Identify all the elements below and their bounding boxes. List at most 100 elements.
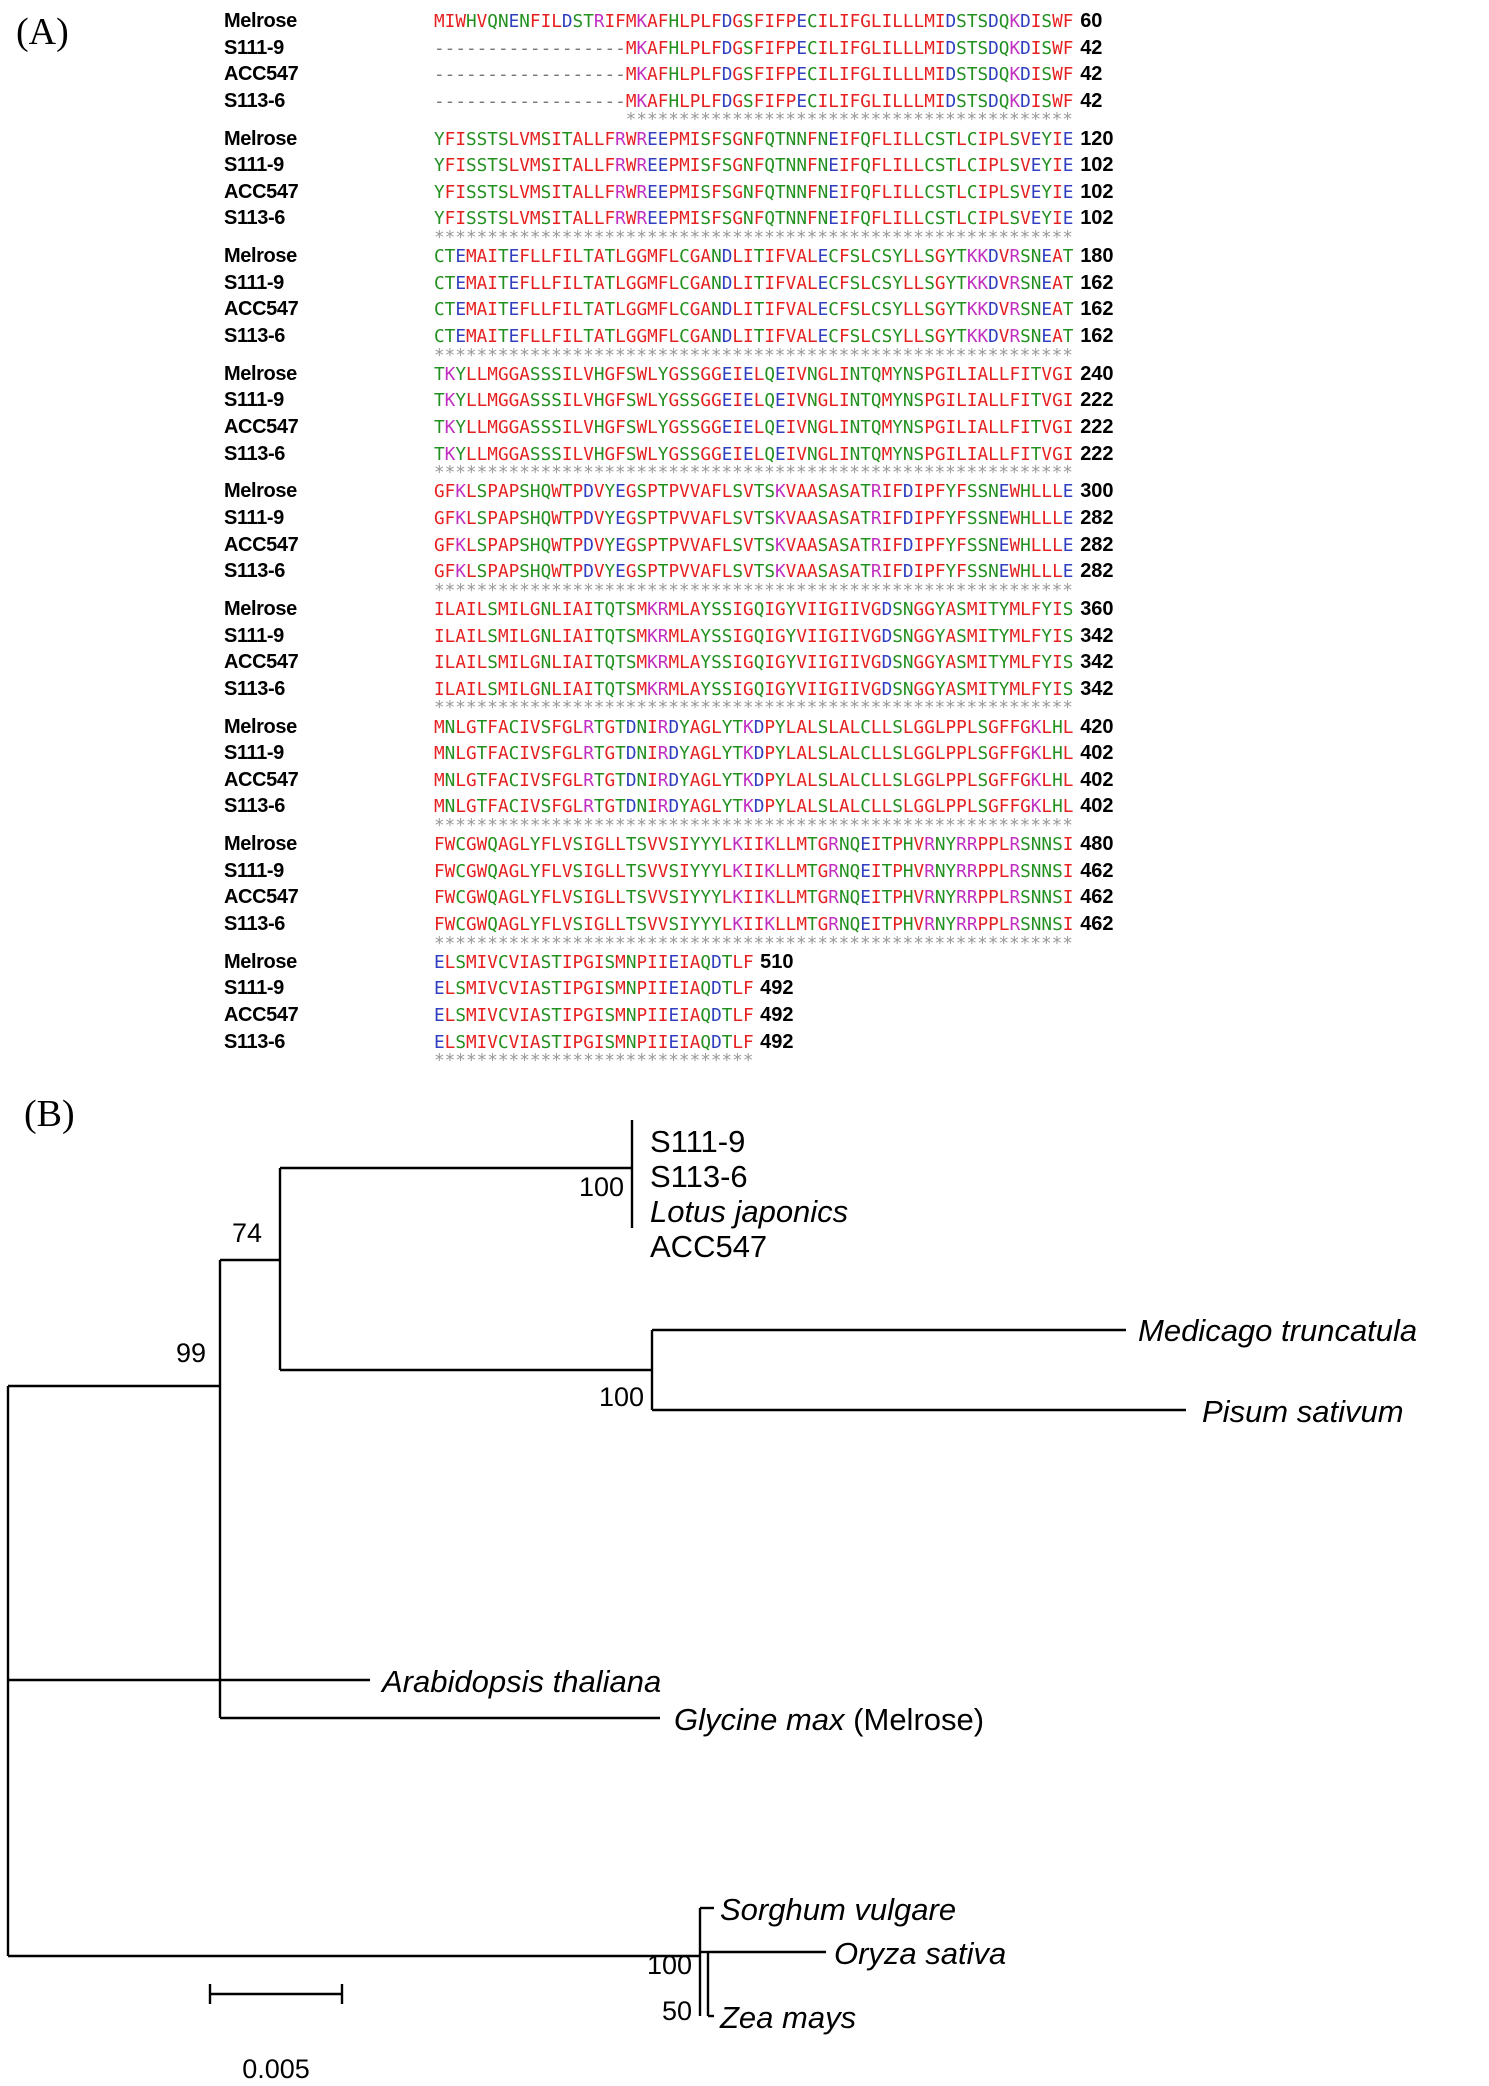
alignment-row: S113-6 YFISSTSLVMSITALLFRWREEPMISFSGNFQTN… (224, 205, 1454, 232)
leaf-lotus-japonics: Lotus japonics (650, 1194, 848, 1229)
sequence-residues: ELSMIVCVIASTIPGISMNPIIEIAQDTLF (434, 979, 754, 1000)
alignment-row: ACC547 GFKLSPAPSHQWTPDVYEGSPTPVVAFLSVTSKV… (224, 532, 1454, 559)
bootstrap-monocot-clade: 100 (647, 1950, 692, 1980)
alignment-row: S111-9 TKYLLMGGASSSILVHGFSWLYGSSGGEIELQEI… (224, 387, 1454, 414)
conservation-line: ****************************************… (434, 227, 1073, 248)
sequence-residues: FWCGWQAGLYFLVSIGLLTSVVSIYYYLKIIKLLMTGRNQ… (434, 861, 1074, 882)
residue-end-number: 300 (1080, 480, 1114, 503)
sequence-name: S111-9 (224, 154, 284, 177)
sequence-residues: CTEMAITEFLLFILTATLGGMFLCGANDLITIFVALECFS… (434, 300, 1074, 321)
residue-end-number: 462 (1080, 859, 1114, 882)
sequence-residues: ------------------MKAFHLPLFDGSFIFPECILIF… (434, 65, 1074, 86)
bootstrap-lotus-clade: 100 (579, 1172, 624, 1202)
residue-end-number: 402 (1080, 742, 1114, 765)
panel-a-label: (A) (16, 11, 69, 53)
sequence-residues: GFKLSPAPSHQWTPDVYEGSPTPVVAFLSVTSKVAASASA… (434, 508, 1074, 529)
conservation-line: ****************************************… (434, 580, 1073, 601)
sequence-name: S113-6 (224, 912, 285, 935)
residue-end-number: 42 (1080, 89, 1103, 112)
sequence-residues: MIWHVQNENFILDSTRIFMKAFHLPLFDGSFIFPECILIF… (434, 12, 1074, 32)
residue-end-number: 102 (1080, 207, 1114, 230)
alignment-row: Melrose MIWHVQNENFILDSTRIFMKAFHLPLFDGSFIF… (224, 8, 1454, 35)
sequence-residues: YFISSTSLVMSITALLFRWREEPMISFSGNFQTNNFNEIF… (434, 209, 1074, 230)
residue-end-number: 120 (1080, 127, 1114, 150)
sequence-name: ACC547 (224, 415, 299, 438)
alignment-row: ACC547 ELSMIVCVIASTIPGISMNPIIEIAQDTLF 492 (224, 1002, 1454, 1029)
residue-end-number: 222 (1080, 442, 1114, 465)
sequence-name: ACC547 (224, 63, 299, 86)
sequence-residues: ------------------MKAFHLPLFDGSFIFPECILIF… (434, 38, 1074, 59)
residue-end-number: 492 (760, 1003, 794, 1026)
sequence-residues: TKYLLMGGASSSILVHGFSWLYGSSGGEIELQEIVNGLIN… (434, 444, 1074, 465)
sequence-residues: GFKLSPAPSHQWTPDVYEGSPTPVVAFLSVTSKVAASASA… (434, 562, 1074, 583)
residue-end-number: 402 (1080, 795, 1114, 818)
residue-end-number: 492 (760, 1030, 794, 1053)
alignment-block: Melrose MNLGTFACIVSFGLRTGTDNIRDYAGLYTKDPY… (224, 714, 1454, 842)
sequence-name: Melrose (224, 245, 297, 268)
sequence-name: ACC547 (224, 533, 299, 556)
residue-end-number: 420 (1080, 715, 1114, 738)
alignment-row: ACC547 FWCGWQAGLYFLVSIGLLTSVVSIYYYLKIIKLL… (224, 884, 1454, 911)
sequence-residues: ELSMIVCVIASTIPGISMNPIIEIAQDTLF (434, 1005, 754, 1026)
sequence-name: ACC547 (224, 1003, 299, 1026)
sequence-residues: YFISSTSLVMSITALLFRWREEPMISFSGNFQTNNFNEIF… (434, 129, 1074, 150)
residue-end-number: 162 (1080, 324, 1114, 347)
leaf-acc547: ACC547 (650, 1229, 767, 1264)
alignment-row: Melrose CTEMAITEFLLFILTATLGGMFLCGANDLITIF… (224, 243, 1454, 270)
residue-end-number: 480 (1080, 833, 1114, 856)
sequence-residues: TKYLLMGGASSSILVHGFSWLYGSSGGEIELQEIVNGLIN… (434, 417, 1074, 438)
alignment-row: S113-6 FWCGWQAGLYFLVSIGLLTSVVSIYYYLKIIKLL… (224, 911, 1454, 938)
sequence-residues: TKYLLMGGASSSILVHGFSWLYGSSGGEIELQEIVNGLIN… (434, 391, 1074, 412)
alignment-row: Melrose MNLGTFACIVSFGLRTGTDNIRDYAGLYTKDPY… (224, 714, 1454, 741)
residue-end-number: 222 (1080, 389, 1114, 412)
conservation-line: ****************************************… (434, 933, 1073, 954)
sequence-name: ACC547 (224, 298, 299, 321)
sequence-name: Melrose (224, 362, 297, 385)
residue-end-number: 282 (1080, 506, 1114, 529)
sequence-name: Melrose (224, 833, 297, 856)
sequence-name: S111-9 (224, 624, 284, 647)
residue-end-number: 60 (1080, 10, 1103, 32)
alignment-row: S113-6------------------MKAFHLPLFDGSFIFP… (224, 88, 1454, 115)
sequence-residues: FWCGWQAGLYFLVSIGLLTSVVSIYYYLKIIKLLMTGRNQ… (434, 914, 1074, 935)
sequence-name: S113-6 (224, 207, 285, 230)
bootstrap-legume-clade: 74 (232, 1218, 262, 1248)
scale-bar-label: 0.005 (242, 2054, 310, 2080)
sequence-name: Melrose (224, 715, 297, 738)
sequence-name: Melrose (224, 598, 297, 620)
residue-end-number: 510 (760, 950, 794, 973)
sequence-residues: GFKLSPAPSHQWTPDVYEGSPTPVVAFLSVTSKVAASASA… (434, 535, 1074, 556)
sequence-residues: MNLGTFACIVSFGLRTGTDNIRDYAGLYTKDPYLALSLAL… (434, 717, 1074, 738)
alignment-row: ACC547 TKYLLMGGASSSILVHGFSWLYGSSGGEIELQEI… (224, 414, 1454, 441)
sequence-residues: CTEMAITEFLLFILTATLGGMFLCGANDLITIFVALECFS… (434, 247, 1074, 268)
sequence-name: Melrose (224, 10, 297, 32)
bootstrap-oryza-zea: 50 (662, 1996, 692, 2026)
sequence-residues: ILAILSMILGNLIAITQTSMKRMLAYSSIGQIGYVIIGII… (434, 679, 1074, 700)
leaf-pisum-sativum: Pisum sativum (1202, 1394, 1404, 1429)
sequence-residues: CTEMAITEFLLFILTATLGGMFLCGANDLITIFVALECFS… (434, 273, 1074, 294)
sequence-name: ACC547 (224, 886, 299, 909)
alignment-row: S111-9------------------MKAFHLPLFDGSFIFP… (224, 35, 1454, 62)
sequence-residues: GFKLSPAPSHQWTPDVYEGSPTPVVAFLSVTSKVAASASA… (434, 482, 1074, 503)
sequence-name: S113-6 (224, 324, 285, 347)
sequence-name: S111-9 (224, 859, 284, 882)
alignment-row: ACC547 CTEMAITEFLLFILTATLGGMFLCGANDLITIFV… (224, 296, 1454, 323)
sequence-name: S113-6 (224, 560, 285, 583)
leaf-s111-9: S111-9 (650, 1124, 745, 1159)
sequence-residues: YFISSTSLVMSITALLFRWREEPMISFSGNFQTNNFNEIF… (434, 182, 1074, 203)
sequence-name: S111-9 (224, 389, 284, 412)
sequence-residues: FWCGWQAGLYFLVSIGLLTSVVSIYYYLKIIKLLMTGRNQ… (434, 888, 1074, 909)
